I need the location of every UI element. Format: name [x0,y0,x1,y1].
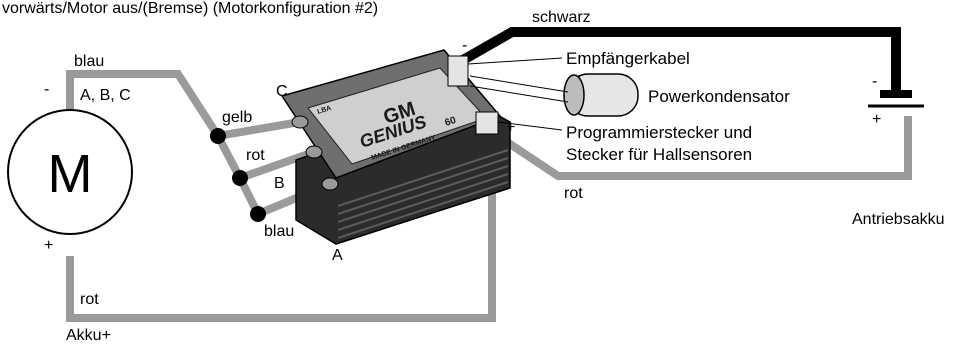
leader-kondensator [469,75,569,93]
label-rot-mid: rot [246,147,265,164]
motor-minus: - [44,81,49,98]
callout-programm-1: Programmierstecker und [566,123,752,142]
label-abc: A, B, C [80,87,131,104]
terminal-c [291,115,309,129]
capacitor-end [563,74,585,116]
receiver-connector [447,55,469,87]
battery-plus: + [872,111,881,128]
label-blau-mid: blau [264,223,294,240]
label-terminal-a: A [332,247,343,264]
junction-gelb [210,128,226,144]
battery-minus: - [872,73,877,90]
label-rot-right: rot [564,185,583,202]
callout-kondensator: Powerkondensator [648,87,790,106]
battery-neg-plate [880,90,912,98]
label-blau-top: blau [74,53,104,70]
grey-wires [66,70,912,322]
junction-blau [250,206,266,222]
label-gelb: gelb [222,109,252,126]
wire-rot-right [489,116,912,180]
callout-programm-2: Stecker für Hallsensoren [566,145,752,164]
terminal-b [305,145,323,159]
motor-plus: + [44,237,53,254]
label-rot-bottom: rot [80,291,99,308]
motor: M [7,109,133,235]
programming-connector [475,111,499,135]
leader-empfaenger [467,57,563,65]
controller-lba: LBA [316,105,332,116]
callout-lines [467,57,569,131]
battery-symbol [868,90,924,108]
heatsink-fins [337,149,509,239]
callout-empfaenger: Empfängerkabel [566,49,690,68]
wire-rot-bottom [66,132,496,322]
wire-schwarz [453,27,901,90]
controller-module: GM GENIUS 60 MADE IN GERMANY LBA [280,49,511,245]
label-akku-plus: Akku+ [66,327,111,344]
phase-terminals [291,115,339,191]
label-terminal-b: B [274,175,285,192]
battery-label: Antriebsakku [852,211,945,228]
junction-rot [232,170,248,186]
label-schwarz: schwarz [532,9,591,26]
power-capacitor [563,73,639,117]
label-terminal-c: C [276,83,288,100]
controller-minus: - [462,37,467,54]
terminal-a [321,177,339,191]
leader-kondensator-2 [469,85,569,103]
wire-blau-top [66,70,301,141]
leader-programm [497,121,563,131]
motor-circle [7,109,133,235]
header-text: vorwärts/Motor aus/(Bremse) (Motorkonfig… [2,0,378,17]
controller-plus: + [506,119,515,136]
junction-dots [210,128,266,222]
motor-symbol: M [48,144,93,204]
controller-number: 60 [444,115,458,129]
